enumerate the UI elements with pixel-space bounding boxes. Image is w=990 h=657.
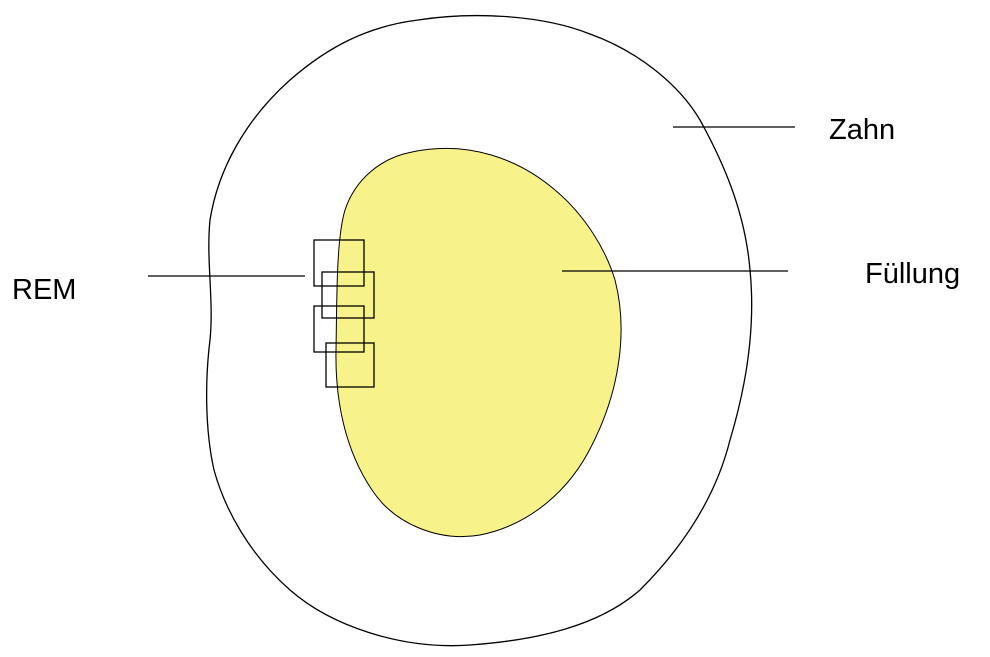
tooth-label: Zahn [829,116,895,145]
filling-label: Füllung [865,260,960,289]
filling-area [336,148,621,536]
sem-label: REM [12,276,76,305]
